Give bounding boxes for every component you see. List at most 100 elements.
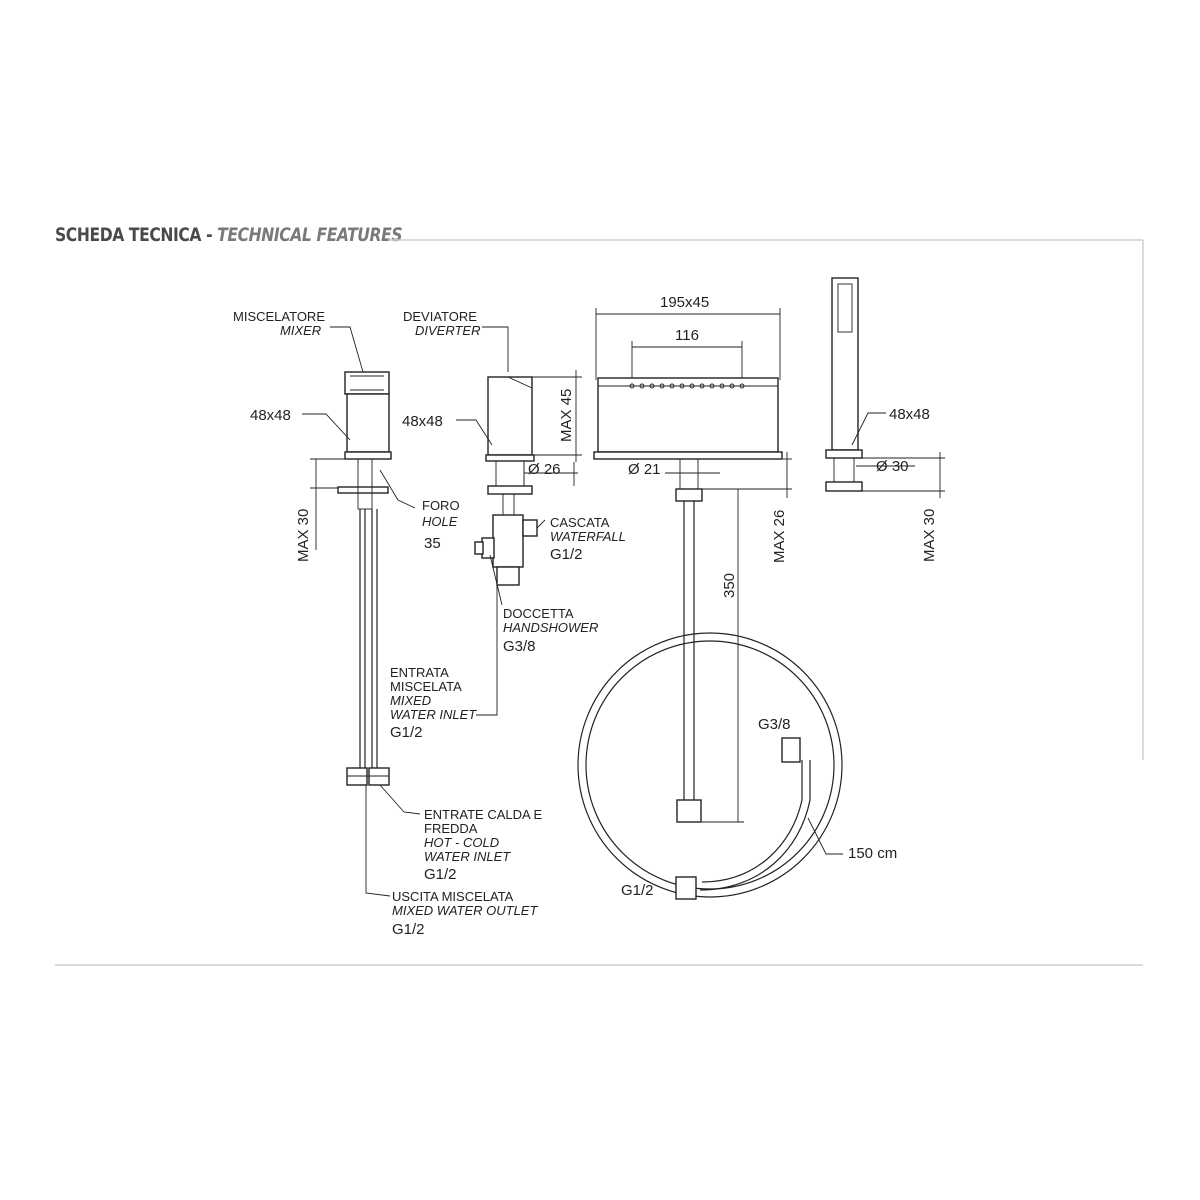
label-cascata-thread: G1/2 bbox=[550, 546, 583, 563]
label-foro: FORO bbox=[422, 498, 460, 513]
title-main: SCHEDA TECNICA bbox=[55, 224, 202, 246]
label-mixer: MIXER bbox=[280, 323, 321, 338]
label-calda-2: FREDDA bbox=[424, 821, 478, 836]
label-outlet: MIXED WATER OUTLET bbox=[392, 903, 538, 918]
mixer-shank bbox=[357, 458, 373, 510]
hose-length-leader bbox=[807, 817, 843, 855]
diverter-drawing bbox=[456, 326, 582, 716]
spout-base bbox=[593, 451, 783, 460]
spout-hole bbox=[729, 383, 735, 389]
label-hose-150: 150 cm bbox=[848, 845, 897, 862]
spout-hole bbox=[669, 383, 675, 389]
spout-hole bbox=[739, 383, 745, 389]
spout-hole bbox=[639, 383, 645, 389]
label-handshower-d30: Ø 30 bbox=[876, 458, 909, 475]
label-mixed-1: MIXED bbox=[390, 693, 431, 708]
diverter-outlet-waterfall bbox=[522, 519, 538, 537]
mixer-leader bbox=[330, 326, 364, 373]
label-miscelatore: MISCELATORE bbox=[233, 309, 325, 324]
spout-body bbox=[597, 377, 779, 453]
label-spout-holes: 116 bbox=[675, 327, 699, 344]
diverter-outlet-handshower-cap bbox=[474, 541, 484, 555]
label-hole-value: 35 bbox=[424, 535, 441, 552]
label-spout-d21: Ø 21 bbox=[628, 461, 661, 478]
diverter-base bbox=[485, 454, 535, 462]
inlet-mixed-leader bbox=[476, 585, 498, 716]
spout-pipe-fitting bbox=[676, 799, 702, 823]
diverter-leader bbox=[482, 326, 509, 372]
mixer-base bbox=[344, 451, 392, 460]
mixer-nut bbox=[337, 486, 389, 494]
diverter-shank bbox=[495, 460, 525, 487]
handshower-leader bbox=[489, 554, 503, 606]
waterfall-leader bbox=[536, 519, 546, 529]
mixer-fitting-left bbox=[346, 767, 368, 786]
handshower-nut bbox=[825, 481, 863, 492]
diverter-nut bbox=[487, 485, 533, 495]
handshower-drawing bbox=[825, 277, 945, 498]
handshower-holder-base bbox=[825, 449, 863, 459]
handshower-handle bbox=[831, 277, 859, 451]
spout-hole bbox=[709, 383, 715, 389]
spout-hole bbox=[649, 383, 655, 389]
label-diverter-size: 48x48 bbox=[402, 413, 443, 430]
hose-coil-outer bbox=[577, 632, 843, 898]
label-handshower-max30: MAX 30 bbox=[921, 509, 938, 562]
label-calda-thread: G1/2 bbox=[424, 866, 457, 883]
mixer-fitting-right bbox=[368, 767, 390, 786]
label-handshower: HANDSHOWER bbox=[503, 620, 598, 635]
label-hose-g38: G3/8 bbox=[758, 716, 791, 733]
spout-hole bbox=[679, 383, 685, 389]
label-waterfall: WATERFALL bbox=[550, 529, 626, 544]
mixer-body bbox=[346, 393, 390, 453]
spout-hole bbox=[699, 383, 705, 389]
inlet-leader bbox=[379, 784, 421, 815]
label-mixer-size: 48x48 bbox=[250, 407, 291, 424]
spout-holes bbox=[629, 383, 745, 389]
page-title: SCHEDA TECNICA - TECHNICAL FEATURES bbox=[55, 224, 403, 246]
diverter-size-leader bbox=[456, 419, 493, 446]
handshower-head bbox=[837, 283, 853, 333]
labels: MISCELATORE MIXER 48x48 MAX 30 FORO HOLE… bbox=[233, 294, 938, 938]
label-cascata: CASCATA bbox=[550, 515, 610, 530]
spout-nut bbox=[675, 488, 703, 502]
hose-fitting-g12 bbox=[675, 876, 697, 900]
label-calda-1: ENTRATE CALDA E bbox=[424, 807, 543, 822]
label-hot-2: WATER INLET bbox=[424, 849, 511, 864]
label-doccetta: DOCCETTA bbox=[503, 606, 574, 621]
mixer-size-leader bbox=[302, 413, 351, 441]
hose-coil-inner bbox=[585, 640, 835, 890]
label-hot-1: HOT - COLD bbox=[424, 835, 499, 850]
title-separator: - bbox=[201, 224, 218, 246]
handshower-size-leader bbox=[851, 412, 886, 446]
label-diverter-max45: MAX 45 bbox=[558, 389, 575, 442]
spout-hole bbox=[629, 383, 635, 389]
hose-fitting-g38 bbox=[781, 737, 801, 763]
label-handshower-size: 48x48 bbox=[889, 406, 930, 423]
frame bbox=[55, 239, 1144, 966]
label-spout-size: 195x45 bbox=[660, 294, 709, 311]
label-hose-g12: G1/2 bbox=[621, 882, 654, 899]
diverter-valve bbox=[492, 514, 524, 568]
mixer-handle bbox=[344, 371, 390, 395]
hole-leader bbox=[379, 469, 416, 509]
label-diverter-d26: Ø 26 bbox=[528, 461, 561, 478]
diverter-handle-line bbox=[507, 376, 533, 389]
label-spout-350: 350 bbox=[721, 573, 738, 598]
label-handshower-thread: G3/8 bbox=[503, 638, 536, 655]
label-uscita: USCITA MISCELATA bbox=[392, 889, 514, 904]
label-hole: HOLE bbox=[422, 514, 458, 529]
spout-hole bbox=[659, 383, 665, 389]
label-entrata-2: MISCELATA bbox=[390, 679, 462, 694]
outlet-leader bbox=[365, 785, 391, 897]
title-english: TECHNICAL FEATURES bbox=[217, 224, 403, 246]
spout-drawing bbox=[593, 308, 792, 823]
hose-tail bbox=[701, 760, 803, 883]
hose-drawing bbox=[577, 632, 843, 900]
label-deviatore: DEVIATORE bbox=[403, 309, 477, 324]
label-entrata-1: ENTRATA bbox=[390, 665, 449, 680]
spout-hole bbox=[689, 383, 695, 389]
diverter-body bbox=[487, 376, 533, 456]
spout-hole bbox=[719, 383, 725, 389]
